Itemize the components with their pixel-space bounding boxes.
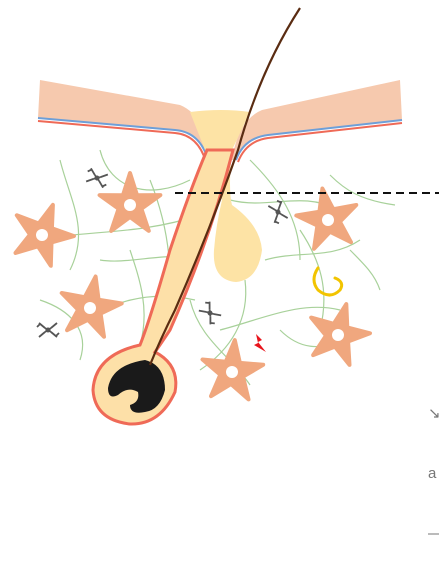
star-cell-icon bbox=[296, 189, 356, 249]
loop-icon bbox=[314, 268, 342, 295]
fiber bbox=[350, 250, 380, 290]
branched-cell-icon bbox=[268, 199, 289, 224]
fiber bbox=[100, 150, 190, 190]
caption-line-3: — bbox=[428, 524, 439, 544]
lightning-icon bbox=[254, 334, 266, 352]
fiber bbox=[60, 160, 79, 270]
hair-follicle-diagram bbox=[0, 0, 439, 436]
fiber bbox=[330, 175, 395, 205]
branched-cell-icon bbox=[198, 300, 223, 326]
caption-line-2: a bbox=[428, 464, 439, 484]
cell-nucleus bbox=[84, 302, 96, 314]
caption-line-1: ↘ bbox=[428, 404, 439, 424]
branched-cell-icon bbox=[84, 168, 109, 189]
cell-nucleus bbox=[322, 214, 334, 226]
star-cell-icon bbox=[62, 277, 122, 337]
cropped-caption: ↘ a — bbox=[428, 364, 439, 564]
cell-nucleus bbox=[124, 199, 136, 211]
star-cell-icon bbox=[16, 205, 75, 266]
cell-nucleus bbox=[36, 229, 48, 241]
star-cell-icon bbox=[203, 340, 264, 399]
cell-nucleus bbox=[226, 366, 238, 378]
star-cell-icon bbox=[311, 304, 370, 365]
branched-cell-icon bbox=[37, 323, 59, 337]
cell-nucleus bbox=[332, 329, 344, 341]
